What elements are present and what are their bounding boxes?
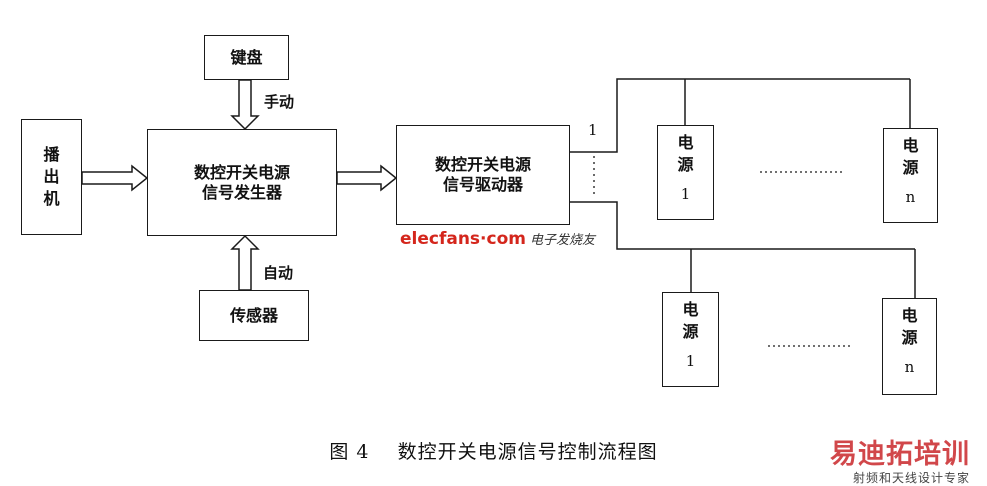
arrow-generator-to-driver	[336, 164, 398, 192]
port-one-label: 1	[588, 121, 598, 139]
player-label: 播出机	[43, 145, 60, 208]
keyboard-label: 键盘	[230, 47, 263, 67]
output-bus	[570, 78, 916, 298]
power-supply-name: 电源	[677, 133, 694, 174]
elecfans-brand: elecfans·com	[400, 229, 526, 249]
driver-box: 数控开关电源 信号驱动器	[396, 125, 570, 225]
generator-box: 数控开关电源 信号发生器	[147, 129, 337, 236]
site-tagline: 射频和天线设计专家	[852, 471, 970, 485]
power-supply-bottom-n: 电源 n	[882, 298, 937, 395]
power-supply-index: n	[904, 358, 915, 376]
keyboard-box: 键盘	[204, 35, 289, 80]
figure-caption: 图 4 数控开关电源信号控制流程图	[329, 441, 658, 463]
manual-label: 手动	[264, 93, 295, 111]
power-supply-name: 电源	[901, 306, 918, 347]
driver-label: 数控开关电源 信号驱动器	[434, 155, 531, 194]
arrow-player-to-generator	[81, 164, 149, 192]
power-supply-index: n	[905, 188, 916, 206]
site-watermark: 易迪拓培训 射频和天线设计专家	[830, 432, 970, 486]
generator-label: 数控开关电源 信号发生器	[193, 162, 290, 202]
power-supply-top-1: 电源 1	[657, 125, 714, 220]
elecfans-sub: 电子发烧友	[529, 233, 595, 248]
power-supply-index: 1	[685, 352, 696, 370]
sensor-box: 传感器	[199, 290, 309, 341]
arrow-sensor-to-generator	[230, 234, 260, 291]
arrow-keyboard-to-generator	[230, 79, 260, 131]
player-box: 播出机	[21, 119, 82, 235]
power-supply-name: 电源	[902, 136, 919, 177]
power-supply-name: 电源	[682, 300, 699, 341]
power-supply-top-n: 电源 n	[883, 128, 938, 223]
site-name: 易迪拓培训	[830, 439, 970, 470]
power-supply-index: 1	[680, 185, 691, 203]
power-supply-bottom-1: 电源 1	[662, 292, 719, 387]
auto-label: 自动	[263, 264, 294, 282]
sensor-label: 传感器	[229, 305, 278, 325]
